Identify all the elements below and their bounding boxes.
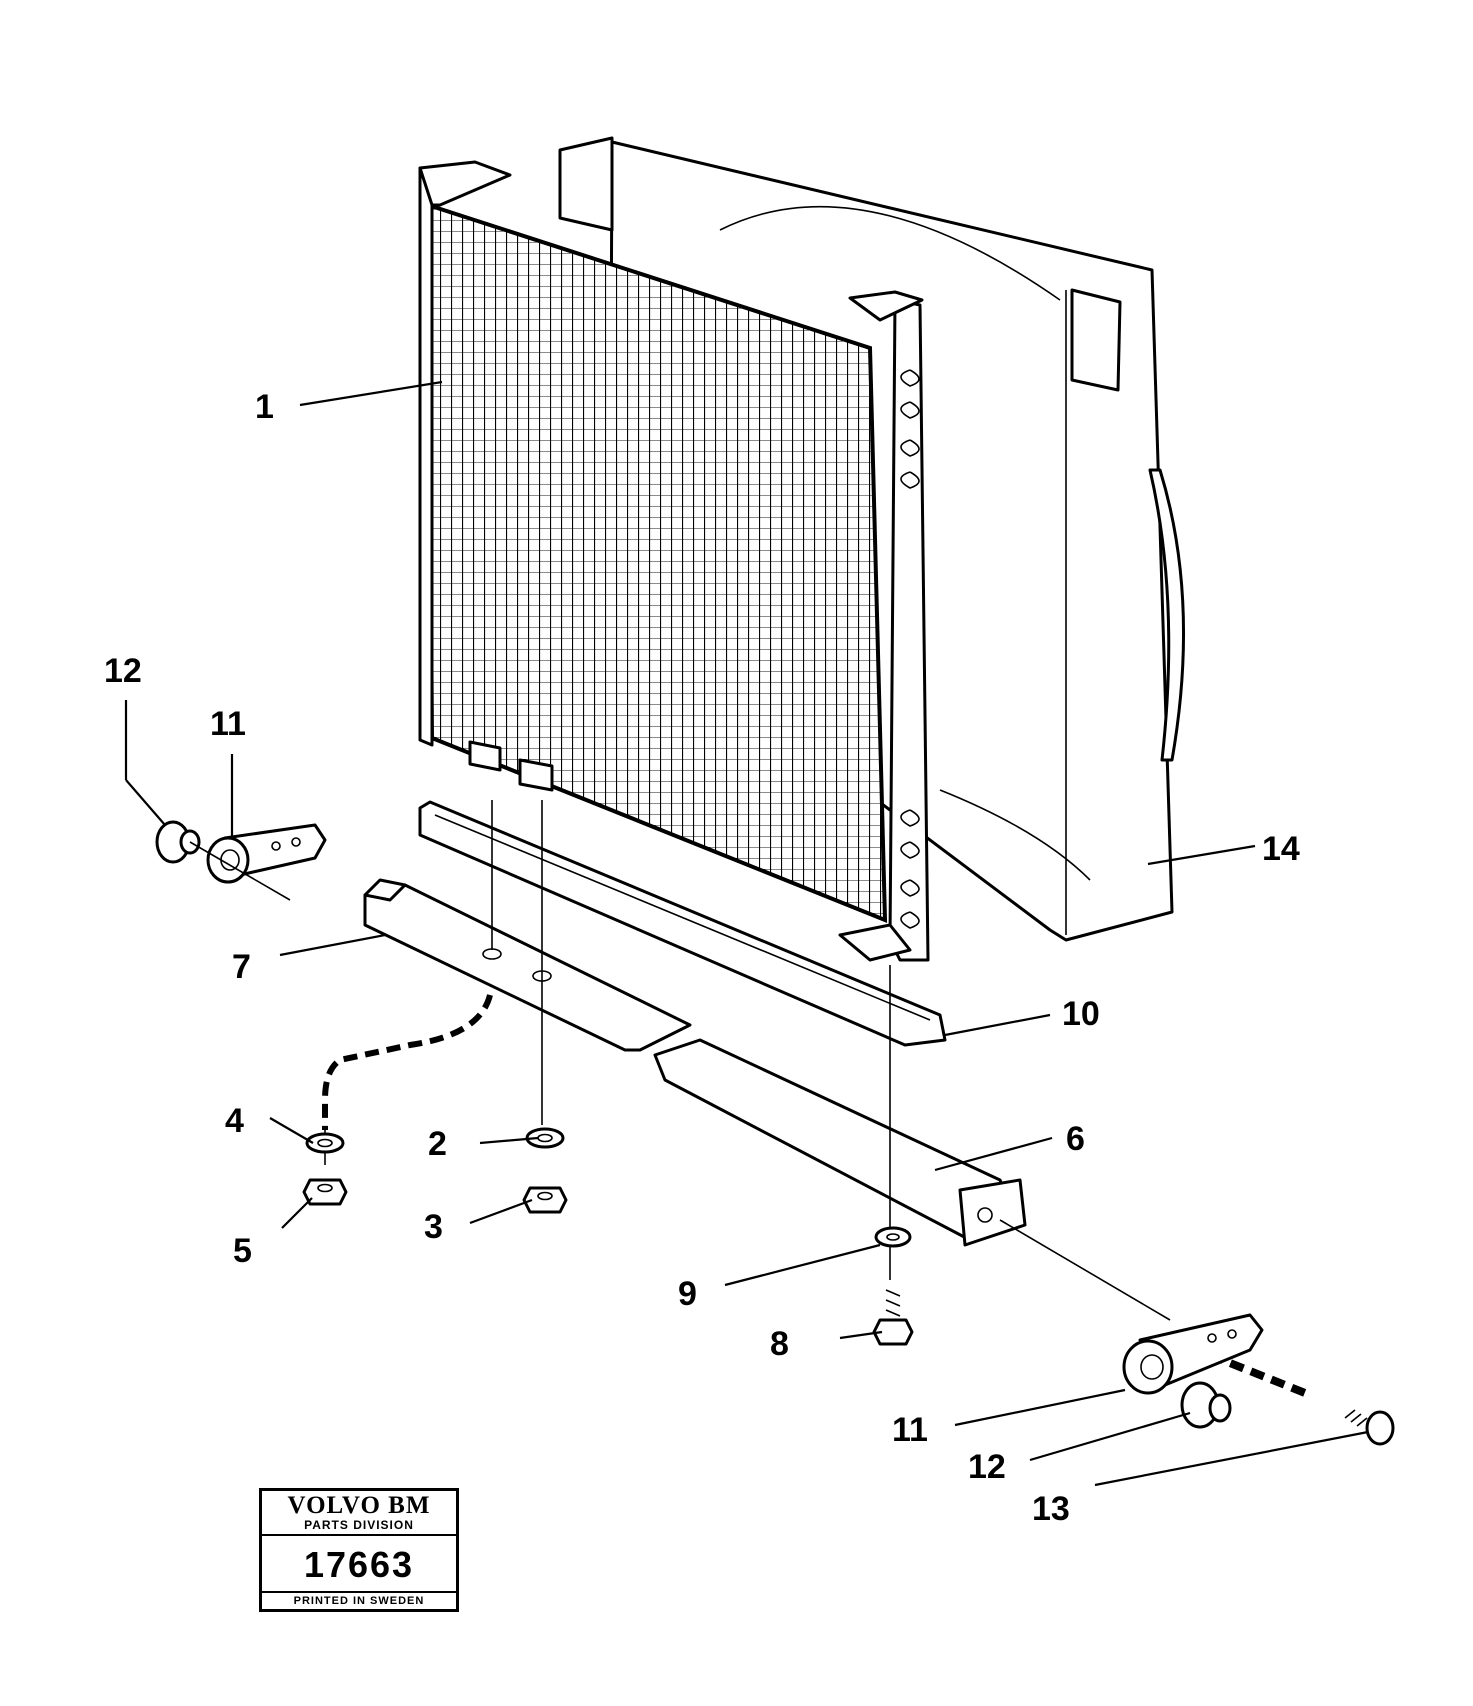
callout-2: 2 [428,1125,447,1163]
callout-13: 13 [1032,1490,1070,1528]
bushing-12-left [155,820,201,864]
bracket-7 [363,878,692,1052]
callout-labels: 1 2 3 4 5 6 7 8 9 10 11 11 12 12 13 14 [104,388,1300,1528]
mount-11-left [206,823,327,884]
callout-11-left: 11 [210,705,246,743]
mount-11-right [1122,1313,1264,1395]
callout-7: 7 [232,948,251,986]
callout-12-left: 12 [104,652,142,690]
stamp-division: PARTS DIVISION [262,1518,456,1536]
radiator-core [418,160,930,962]
bushing-12-right [1180,1381,1232,1429]
washer-9 [874,1226,912,1248]
callout-9: 9 [678,1275,697,1313]
callout-5: 5 [233,1232,252,1270]
callout-4: 4 [225,1102,244,1140]
callout-14: 14 [1262,830,1300,868]
stamp-drawing-number: 17663 [262,1539,456,1593]
callout-3: 3 [424,1208,443,1246]
leader-lines [124,380,1369,1487]
nut-5 [302,1178,348,1206]
callout-12-right: 12 [968,1448,1006,1486]
nut-3 [522,1186,568,1214]
volvo-bm-stamp: VOLVO BM PARTS DIVISION 17663 PRINTED IN… [259,1488,459,1612]
callout-6: 6 [1066,1120,1085,1158]
stamp-footer: PRINTED IN SWEDEN [293,1595,425,1607]
callout-10: 10 [1062,995,1100,1033]
washer-4 [305,1132,345,1154]
screw-13 [1344,1409,1395,1446]
callout-11-right: 11 [892,1411,928,1449]
callout-8: 8 [770,1325,789,1363]
fastener-lines [322,800,1312,1399]
bolt-8 [872,1289,914,1346]
callout-1: 1 [255,388,274,426]
stamp-brand: VOLVO BM [287,1492,431,1519]
lower-bracket-10 [418,800,947,1047]
bracket-6 [653,1038,1027,1247]
